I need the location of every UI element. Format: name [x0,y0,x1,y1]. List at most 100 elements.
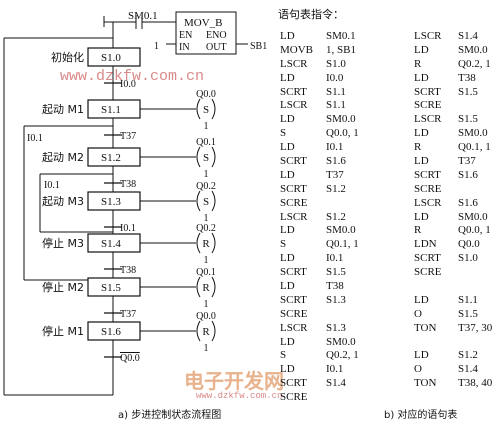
listing-op: LD [280,113,295,126]
listing-arg: S1.4 [326,377,346,390]
listing-op: LD [280,30,295,42]
listing-op: LSCR [280,99,308,112]
listing-arg: Q0.2, 1 [458,57,491,70]
listing-op: LSCR [414,30,442,42]
listing-arg: T38, 40 [458,377,493,390]
listing-arg: SM0.0 [326,335,356,348]
listing-op: TON [414,377,437,390]
listing-header: 语句表指令： [278,8,344,21]
coil-output: Q0.0 [196,311,216,322]
transition-label: I0.1 [120,223,136,234]
listing-arg: 1, SB1 [326,43,356,56]
step-label: 起动 M2 [42,151,84,164]
watermark-big: 电子开发网 [184,369,284,393]
sm01-label: SM0.1 [128,10,158,22]
coil-action: R [202,282,210,294]
step-box-S1.0 [87,47,141,67]
coil-right [211,320,216,342]
listing-op: LD [414,43,429,56]
listing-arg: S1.6 [458,168,478,181]
coil-output: Q0.2 [196,223,216,234]
listing-arg: S1.5 [458,113,478,126]
listing-op: SCRE [414,99,442,112]
listing-arg: T37 [458,155,476,168]
coil-count: 1 [204,255,209,266]
listing-op: SCRT [280,266,307,279]
step-id: S1.4 [101,238,121,250]
listing-arg: T38 [326,280,344,293]
listing-op: LD [280,280,295,293]
listing-op: LD [280,335,295,348]
listing-op: LSCR [414,196,442,209]
coil-action: S [203,152,209,164]
listing-op: LD [414,293,429,306]
coil-action: S [203,104,209,116]
listing-op: O [414,307,422,320]
transition-label: I0.0 [120,79,136,90]
listing-op: R [414,141,422,154]
coil-right [211,98,216,120]
listing-arg: S1.5 [326,266,346,279]
listing-arg: I0.1 [326,363,344,376]
step-label: 初始化 [51,50,84,64]
listing-op: O [414,363,422,376]
step-id: S1.2 [101,152,121,164]
listing-arg: S1.2 [458,349,478,362]
listing-op: LD [414,71,429,84]
listing-op: SCRE [280,307,308,320]
listing-op: SCRE [414,266,442,279]
listing-arg: SM0.0 [458,127,488,140]
transition-label: T37 [120,131,136,142]
listing-op: LSCR [280,210,308,223]
listing-arg: T37 [326,168,344,181]
listing-op: SCRE [280,196,308,209]
step-id: S1.1 [101,104,121,116]
listing-arg: S1.5 [458,85,478,98]
listing-op: LD [414,210,429,223]
listing-op: LSCR [280,321,308,334]
listing-arg: Q0.2, 1 [326,349,359,362]
listing-arg: S1.3 [326,293,346,306]
listing-op: TON [414,321,437,334]
listing-arg: SM0.0 [458,43,488,56]
listing-op: LD [280,252,295,265]
mov-en: EN [179,30,192,41]
step-label: 停止 M2 [42,280,84,294]
branch-label-1: I0.1 [27,133,43,144]
listing-arg: Q0.0, 1 [458,224,491,237]
coil-output: Q0.1 [196,137,216,148]
listing-op: SCRT [280,377,307,390]
coil-right [211,232,216,254]
coil-action: R [202,238,210,250]
listing-arg: S1.2 [326,210,346,223]
listing-arg: I0.1 [326,252,344,265]
listing-op: LD [280,71,295,84]
watermark-url: www.dzkfw.com.cn [60,68,204,85]
coil-right [211,190,216,212]
mov-out-value: SB1 [250,41,267,52]
listing-op: LD [414,127,429,140]
listing-op: LSCR [280,57,308,70]
mov-in-value: 1 [154,41,159,52]
coil-right [211,276,216,298]
listing-arg: S1.1 [326,99,346,112]
listing-arg: S1.4 [458,30,478,42]
listing-arg: Q0.0, 1 [326,127,359,140]
step-label: 起动 M3 [42,195,84,208]
transition-label: T37 [120,309,136,320]
coil-action: R [202,326,210,338]
branch-label-2: I0.1 [44,180,60,191]
listing-op: LD [280,224,295,237]
listing-op: S [280,127,287,140]
coil-left [196,98,201,120]
coil-count: 1 [204,121,209,132]
coil-count: 1 [204,213,209,224]
coil-count: 1 [204,299,209,310]
listing-arg: S1.2 [326,182,346,195]
step-id: S1.3 [101,196,121,208]
coil-right [211,146,216,168]
listing-arg: I0.1 [326,141,344,154]
transition-label: T38 [120,179,136,190]
caption-left: a) 步进控制状态流程图 [118,410,222,421]
listing-arg: S1.1 [326,85,346,98]
